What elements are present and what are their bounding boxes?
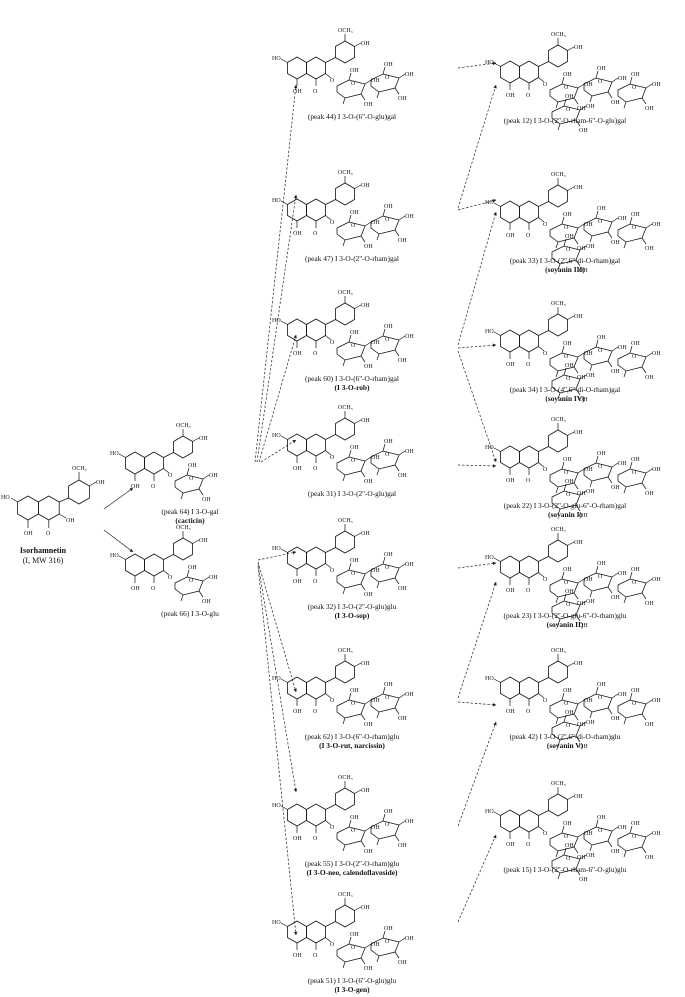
caption-line1: (peak 23) I 3-O-(2''-O-glu-6''-O-rham)gl… (503, 611, 627, 620)
caption-line1: (peak 31) I 3-O-(2''-O-glu)gal (307, 489, 397, 498)
arrow-p64-to-p31 (260, 439, 297, 463)
arrow-p60-to-p33 (457, 211, 497, 346)
caption-line1: (peak 42) I 3-O-(2'',6''-di-O-rham)glu (509, 732, 621, 741)
arrow-p32-to-p23 (457, 561, 497, 569)
arrow-root-to-p66 (103, 529, 134, 553)
caption-line1: (peak 32) I 3-O-(2''-O-glu)glu (307, 602, 397, 611)
arrow-p64-to-p60 (258, 334, 297, 463)
caption-line1: (peak 64) I 3-O-gal (161, 507, 219, 516)
caption-p66: (peak 66) I 3-O-glu (60, 609, 320, 619)
caption-line1: (peak 47) I 3-O-(2''-O-rham)gal (305, 254, 399, 263)
caption-line2: (I 3-O-gen) (334, 984, 370, 994)
caption-p44: (peak 44) I 3-O-(6''-O-glu)gal (222, 112, 482, 122)
caption-p32: (peak 32) I 3-O-(2''-O-glu)glu(I 3-O-sop… (222, 602, 482, 620)
caption-p55: (peak 55) I 3-O-(2''-O-rham)glu(I 3-O-ne… (222, 859, 482, 877)
arrow-p55-to-p42 (457, 721, 497, 827)
caption-p15: (peak 15) I 3-O-(2''-O-rham-6''-O-glu)gl… (435, 865, 685, 875)
caption-line2: (I 3-O-neo, calendoflavoside) (306, 867, 398, 877)
arrow-p60-to-p34 (457, 343, 497, 349)
caption-p34: (peak 34) I 3-O-(4'',6''-di-O-rham)gal(s… (435, 385, 685, 403)
caption-p23: (peak 23) I 3-O-(2''-O-glu-6''-O-rham)gl… (435, 611, 685, 629)
caption-p12: (peak 12) I 3-O-(2''-O-rham-6''-O-glu)ga… (435, 116, 685, 126)
arrow-root-to-p64 (103, 487, 134, 510)
caption-line2: (I 3-O-rob) (334, 382, 370, 392)
arrow-p47-to-p33 (457, 199, 497, 211)
caption-line2: (soyanin II) (546, 619, 584, 629)
caption-line1: (peak 12) I 3-O-(2''-O-rham-6''-O-glu)ga… (503, 116, 627, 125)
caption-line2: (soyanin I) (548, 509, 582, 519)
arrow-p66-to-p32 (257, 550, 297, 561)
root-name: Isorhamnetin (19, 546, 67, 555)
arrow-p60-to-p22 (457, 350, 497, 463)
caption-line1: (peak 34) I 3-O-(4'',6''-di-O-rham)gal (509, 385, 621, 394)
caption-p47: (peak 47) I 3-O-(2''-O-rham)gal (222, 254, 482, 264)
caption-line2: (I 3-O-sop) (334, 610, 370, 620)
arrow-p66-to-p62 (257, 561, 297, 693)
root-caption: Isorhamnetin (I, MW 316) (0, 546, 173, 565)
caption-line1: (peak 55) I 3-O-(2''-O-rham)glu (304, 859, 400, 868)
arrow-p64-to-p44 (254, 84, 298, 463)
arrow-p62-to-p42 (457, 701, 497, 707)
arrow-p31-to-p22 (457, 464, 497, 468)
arrow-p62-to-p23 (457, 581, 497, 699)
arrow-p64-to-p47 (256, 194, 298, 463)
caption-line1: (peak 15) I 3-O-(2''-O-rham-6''-O-glu)gl… (503, 865, 627, 874)
caption-line2: (cacticin) (175, 515, 205, 525)
caption-line2: (soyanin III) (545, 264, 585, 274)
caption-line1: (peak 62) I 3-O-(6''-O-rham)glu (304, 732, 400, 741)
caption-line1: (peak 60) I 3-O-(6''-O-rham)gal (305, 374, 399, 383)
caption-line1: (peak 66) I 3-O-glu (161, 609, 219, 618)
caption-p22: (peak 22) I 3-O-(2''-O-glu-6''-O-rham)ga… (435, 501, 685, 519)
root-sub: (I, MW 316) (22, 555, 64, 565)
arrow-p66-to-p51 (257, 565, 298, 936)
caption-p62: (peak 62) I 3-O-(6''-O-rham)glu(I 3-O-ru… (222, 732, 482, 750)
caption-line1: (peak 33) I 3-O-(2'',6''-di-O-rham)gal (509, 256, 621, 265)
arrow-p51-to-p15 (457, 834, 497, 923)
caption-p64: (peak 64) I 3-O-gal(cacticin) (60, 507, 320, 525)
caption-line1: (peak 51) I 3-O-(6''-O-glu)glu (307, 976, 397, 985)
caption-p60: (peak 60) I 3-O-(6''-O-rham)gal(I 3-O-ro… (222, 374, 482, 392)
caption-p42: (peak 42) I 3-O-(2'',6''-di-O-rham)glu(s… (435, 732, 685, 750)
caption-line2: (I 3-O-rut, narcissin) (319, 740, 385, 750)
caption-p31: (peak 31) I 3-O-(2''-O-glu)gal (222, 489, 482, 499)
caption-line1: (peak 22) I 3-O-(2''-O-glu-6''-O-rham)ga… (503, 501, 627, 510)
arrow-p47-to-p12 (457, 84, 497, 209)
caption-p51: (peak 51) I 3-O-(6''-O-glu)glu(I 3-O-gen… (222, 976, 482, 994)
caption-line2: (soyanin V) (546, 740, 584, 750)
caption-line1: (peak 44) I 3-O-(6''-O-glu)gal (307, 112, 397, 121)
caption-line2: (soyanin IV) (545, 393, 585, 403)
arrow-p66-to-p55 (257, 563, 298, 793)
caption-p33: (peak 33) I 3-O-(2'',6''-di-O-rham)gal(s… (435, 256, 685, 274)
arrow-p44-to-p12 (457, 61, 497, 69)
